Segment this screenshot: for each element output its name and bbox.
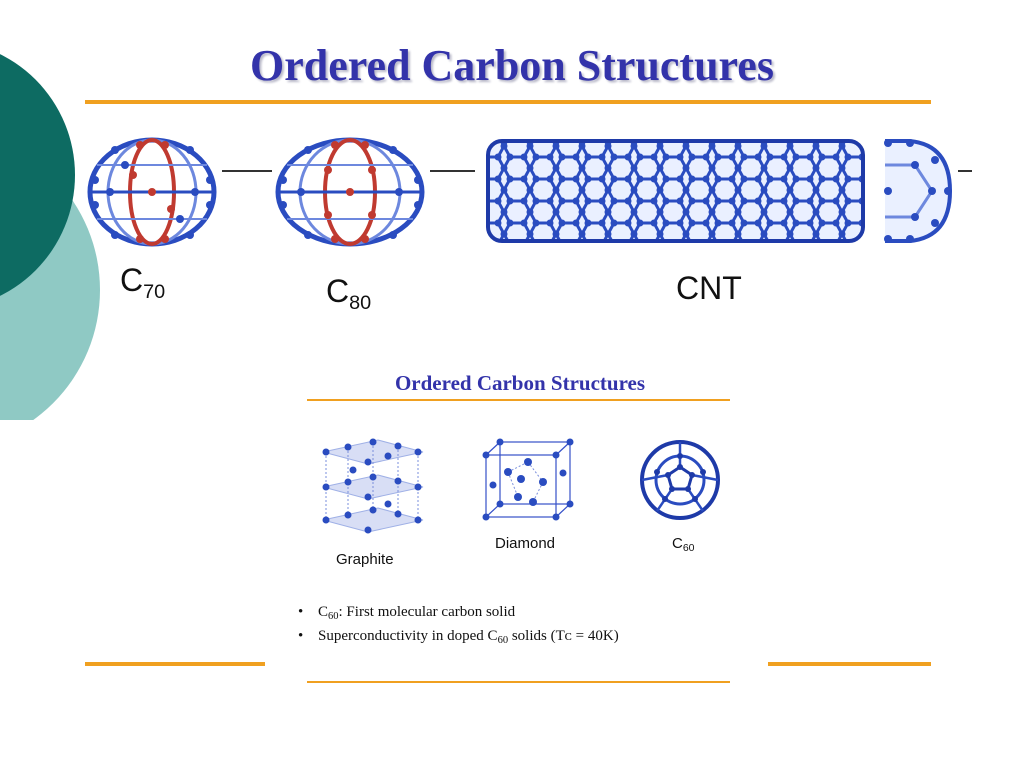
decorative-circles xyxy=(0,54,100,420)
graphite-structure-image xyxy=(322,438,424,534)
footer-rule-left xyxy=(85,662,265,666)
slide-title: Ordered Carbon Structures xyxy=(250,41,774,90)
cnt-nanotube-image xyxy=(486,139,865,243)
c70-label: C70 xyxy=(120,262,166,303)
bullet-item: C60: First molecular carbon solid xyxy=(298,604,619,622)
graphite-label: Graphite xyxy=(336,551,394,568)
diamond-label: Diamond xyxy=(495,535,556,552)
inner-slide-title: Ordered Carbon Structures xyxy=(394,371,646,395)
inner-footer-rule xyxy=(307,681,730,683)
c60-label: C60 xyxy=(672,535,695,555)
c70-molecule-image xyxy=(87,137,217,247)
inner-title-underline xyxy=(307,399,730,401)
footer-rule-right xyxy=(768,662,931,666)
diamond-structure-image xyxy=(482,438,574,521)
cnt-label: CNT xyxy=(676,270,742,306)
connector-line xyxy=(958,170,972,172)
bullet-list: C60: First molecular carbon solid Superc… xyxy=(298,604,619,652)
connector-line xyxy=(222,170,272,172)
c60-molecule-image xyxy=(640,440,720,520)
title-underline xyxy=(85,100,931,104)
connector-line xyxy=(430,170,475,172)
cnt-end-cap-image xyxy=(884,139,953,243)
bullet-item: Superconductivity in doped C60 solids (T… xyxy=(298,628,619,646)
c80-molecule-image xyxy=(275,137,425,247)
c80-label: C80 xyxy=(326,273,372,314)
